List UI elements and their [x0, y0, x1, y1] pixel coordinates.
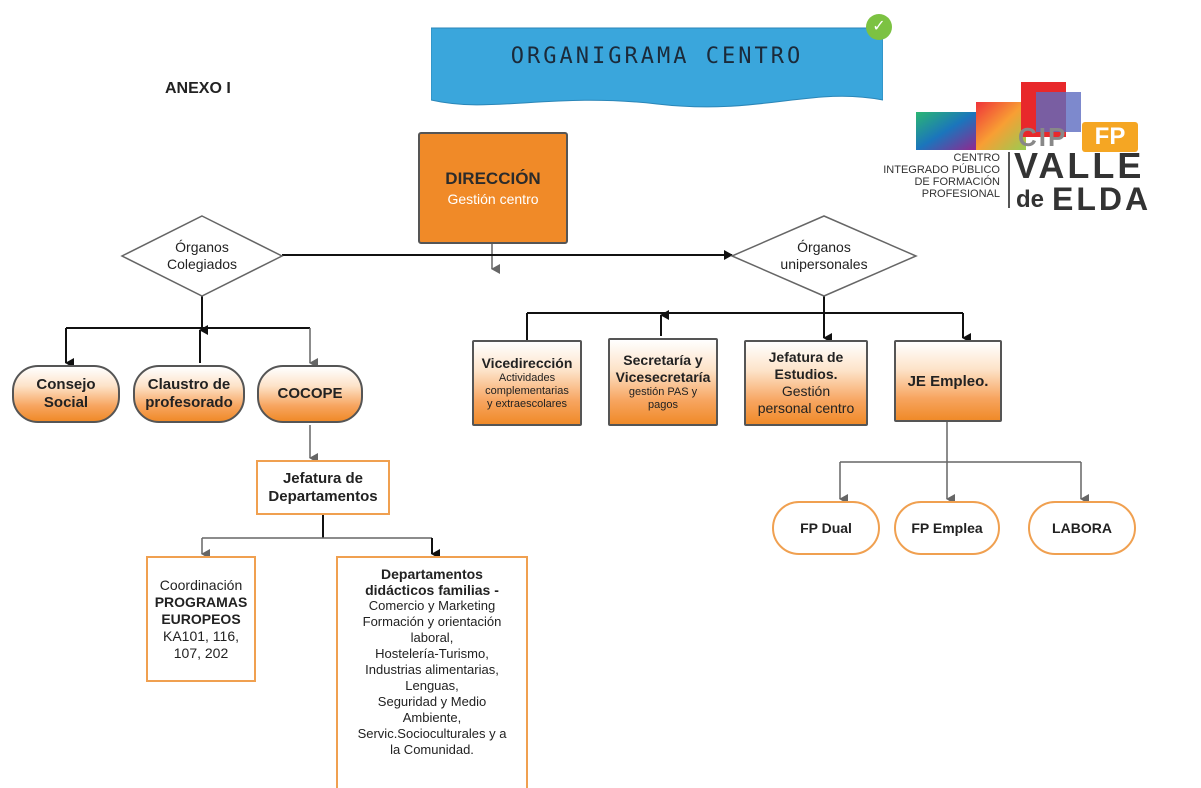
secretaria-sub1: gestión PAS y	[628, 386, 698, 398]
jefatura-est-sub2: personal centro	[757, 400, 855, 416]
secretaria-sub2: pagos	[648, 399, 678, 411]
jefatura-estudios-box[interactable]: Jefatura de Estudios. Gestión personal c…	[744, 340, 868, 426]
dep-item: Comercio y Marketing	[368, 598, 496, 613]
claustro-line1: Claustro de	[147, 376, 231, 393]
logo-centro-text: CENTRO INTEGRADO PÚBLICO DE FORMACIÓN PR…	[883, 152, 1000, 200]
coordinacion-box[interactable]: Coordinación PROGRAMAS EUROPEOS KA101, 1…	[146, 556, 256, 682]
secretaria-title2: Vicesecretaría	[615, 369, 711, 385]
annex-label: ANEXO I	[165, 80, 231, 97]
secretaria-box[interactable]: Secretaría y Vicesecretaría gestión PAS …	[608, 338, 718, 426]
logo-cip: CIP	[1018, 122, 1068, 152]
claustro-line2: profesorado	[145, 394, 233, 411]
coord-line4: KA101, 116,	[162, 627, 240, 644]
jefatura-dep-line1: Jefatura de	[282, 469, 364, 487]
vicedireccion-title: Vicedirección	[481, 355, 573, 371]
direccion-title: DIRECCIÓN	[445, 169, 541, 188]
coord-line5: 107, 202	[173, 644, 229, 661]
logo-divider	[1008, 152, 1010, 208]
fp-emplea-box[interactable]: FP Emplea	[894, 501, 1000, 555]
dep-title1: Departamentos	[381, 566, 483, 582]
fp-dual-label: FP Dual	[800, 520, 852, 536]
coord-line2: PROGRAMAS	[154, 593, 248, 610]
logo-graphic-icon	[916, 82, 1081, 150]
departamentos-box[interactable]: Departamentos didácticos familias - Come…	[336, 556, 528, 788]
organos-colegiados-diamond[interactable]: Órganos Colegiados	[120, 214, 284, 298]
dep-item: Lenguas,	[405, 678, 459, 693]
logo-valle: VALLE	[1014, 145, 1145, 186]
colegiados-line1: Órganos	[175, 239, 229, 255]
dep-item: Seguridad y Medio	[377, 694, 487, 709]
jefatura-est-sub1: Gestión	[781, 383, 831, 399]
direccion-subtitle: Gestión centro	[447, 191, 539, 207]
colegiados-line2: Colegiados	[166, 256, 238, 272]
unipersonales-line1: Órganos	[797, 239, 851, 255]
check-icon: ✓	[866, 14, 892, 40]
vicedireccion-sub3: y extraescolares	[486, 398, 568, 410]
je-empleo-box[interactable]: JE Empleo.	[894, 340, 1002, 422]
logo: CIP FP CENTRO INTEGRADO PÚBLICO DE FORMA…	[860, 82, 1201, 252]
consejo-line2: Social	[43, 394, 89, 411]
jefatura-departamentos-box[interactable]: Jefatura de Departamentos	[256, 460, 390, 515]
cocope-label: COCOPE	[277, 385, 343, 402]
labora-label: LABORA	[1052, 520, 1112, 536]
fp-dual-box[interactable]: FP Dual	[772, 501, 880, 555]
vicedireccion-sub1: Actividades	[498, 372, 556, 384]
logo-de: de	[1016, 186, 1045, 213]
je-empleo-label: JE Empleo.	[907, 372, 989, 390]
dep-item: la Comunidad.	[390, 742, 474, 757]
labora-box[interactable]: LABORA	[1028, 501, 1136, 555]
dep-item: Servic.Socioculturales y a	[357, 726, 507, 741]
dep-title2: didácticos familias -	[365, 582, 499, 598]
vicedireccion-box[interactable]: Vicedirección Actividades complementaria…	[472, 340, 582, 426]
jefatura-est-title2: Estudios.	[774, 366, 838, 382]
logo-fp: FP	[1082, 122, 1138, 152]
dep-item: Ambiente,	[402, 710, 462, 725]
direccion-box[interactable]: DIRECCIÓN Gestión centro	[418, 132, 568, 244]
dep-item: Hostelería-Turismo,	[375, 646, 489, 661]
consejo-line1: Consejo	[36, 376, 96, 393]
claustro-box[interactable]: Claustro de profesorado	[133, 365, 245, 423]
unipersonales-line2: unipersonales	[780, 256, 868, 272]
secretaria-title1: Secretaría y	[623, 352, 703, 368]
coord-line3: EUROPEOS	[161, 610, 241, 627]
dep-item: laboral,	[410, 630, 454, 645]
consejo-social-box[interactable]: Consejo Social	[12, 365, 120, 423]
dep-item: Formación y orientación	[362, 614, 502, 629]
jefatura-dep-line2: Departamentos	[268, 487, 378, 505]
logo-elda: ELDA	[1052, 181, 1152, 217]
banner-title: ORGANIGRAMA CENTRO	[510, 44, 804, 69]
fp-emplea-label: FP Emplea	[911, 520, 983, 536]
organos-unipersonales-diamond[interactable]: Órganos unipersonales	[730, 214, 918, 298]
vicedireccion-sub2: complementarias	[485, 385, 569, 397]
cocope-box[interactable]: COCOPE	[257, 365, 363, 423]
dep-item: Industrias alimentarias,	[365, 662, 499, 677]
jefatura-est-title1: Jefatura de	[768, 349, 844, 365]
title-banner: ORGANIGRAMA CENTRO	[431, 24, 883, 110]
coord-line1: Coordinación	[159, 576, 243, 593]
